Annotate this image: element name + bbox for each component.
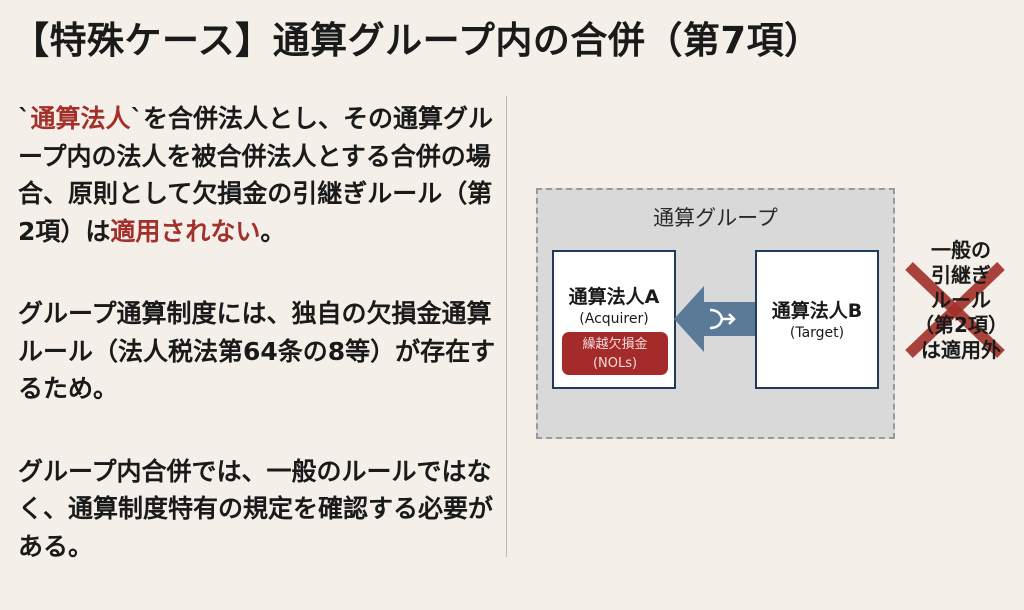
not-applicable-note: 一般の 引継ぎ ルール （第2項） は適用外 [905, 238, 1017, 363]
backtick: ` [18, 104, 31, 133]
slide-title: 【特殊ケース】通算グループ内の合併（第7項） [12, 19, 822, 62]
group-label: 通算グループ [653, 206, 778, 230]
cross-mark-icon [905, 262, 1005, 358]
paragraph-3: グループ内合併では、一般のルールではなく、通算制度特有の規定を確認する必要がある… [18, 456, 494, 561]
nol-badge: 繰越欠損金 (NOLs) [562, 332, 668, 375]
consolidated-group-box: 通算グループ 通算法人A (Acquirer) 繰越欠損金 (NOLs) 通算法… [536, 188, 895, 439]
paragraph-1: `通算法人`を合併法人とし、その通算グループ内の法人を被合併法人とする合併の場合… [18, 100, 498, 250]
period: 。 [260, 216, 286, 246]
explanation-text: `通算法人`を合併法人とし、その通算グループ内の法人を被合併法人とする合併の場合… [18, 100, 498, 610]
merge-symbol-icon [709, 308, 736, 330]
entity-a-box: 通算法人A (Acquirer) 繰越欠損金 (NOLs) [552, 250, 676, 389]
entity-b-role: (Target) [789, 325, 845, 341]
entity-b-box: 通算法人B (Target) [755, 250, 879, 389]
merger-arrow-icon [674, 286, 756, 352]
entity-b-name: 通算法人B [771, 300, 863, 322]
note-line: （第2項） [914, 313, 1008, 337]
note-line: 引継ぎ [931, 263, 991, 287]
note-line: は適用外 [921, 338, 1001, 362]
highlight-not-applied: 適用されない [110, 216, 261, 246]
note-line: 一般の [931, 238, 991, 262]
paragraph-2: グループ通算制度には、独自の欠損金通算ルール（法人税法第64条の8等）が存在する… [18, 299, 496, 403]
divider [506, 96, 507, 557]
nol-badge-sub: (NOLs) [592, 356, 638, 371]
entity-a-role: (Acquirer) [579, 311, 649, 327]
highlight-term: 通算法人 [30, 104, 131, 133]
paragraph-1-body: `を合併法人とし、その通算グループ内の法人を被合併法人とする合併の場合、原則とし… [18, 104, 494, 246]
entity-a-name: 通算法人A [568, 286, 660, 308]
nol-badge-label: 繰越欠損金 [582, 337, 648, 352]
note-line: ルール [931, 288, 991, 312]
